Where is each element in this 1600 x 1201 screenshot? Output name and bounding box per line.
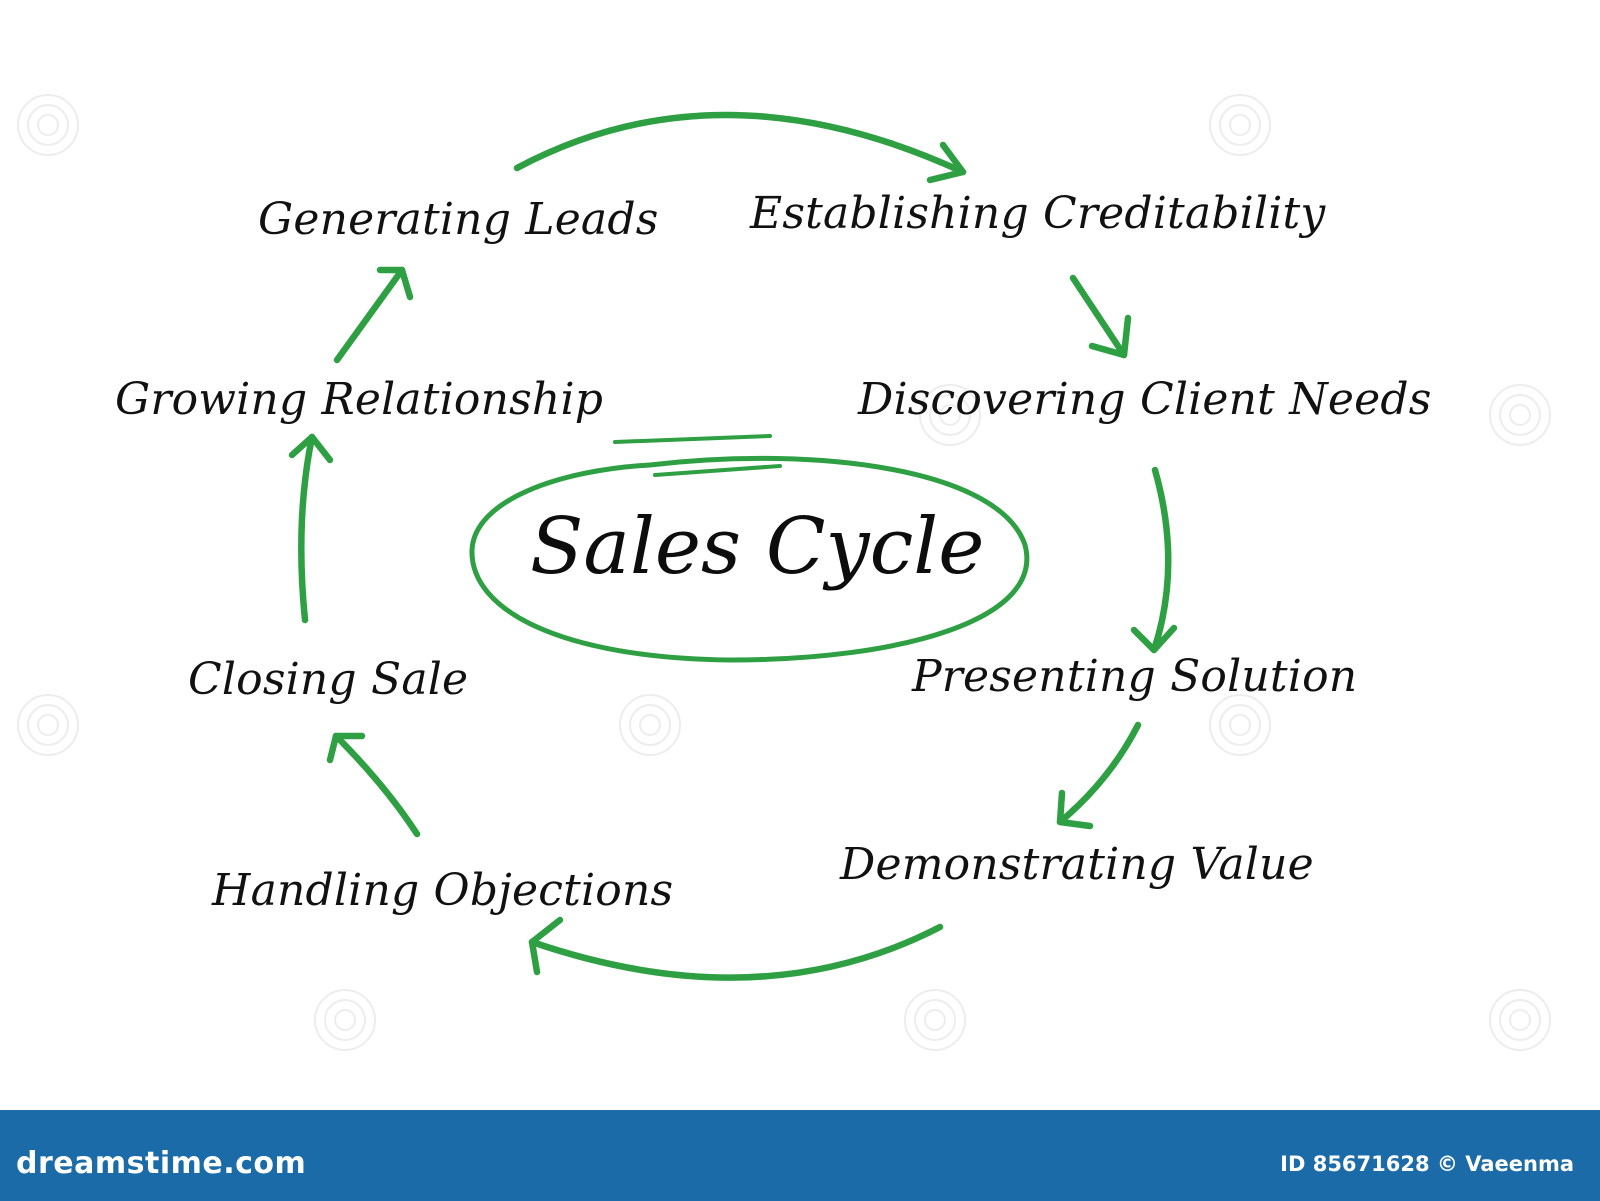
step-growing-relationship: Growing Relationship (115, 374, 604, 425)
step-establishing-creditability: Establishing Creditability (750, 188, 1326, 239)
arrow-to-handling (528, 916, 944, 981)
diagram-graphics (17, 94, 1551, 1051)
arrow-to-closing (326, 732, 421, 838)
footer-bar: dreamstime.com ID 85671628 © Vaeenma (0, 1110, 1600, 1201)
arrow-to-presenting (1130, 466, 1178, 654)
diagram-title: Sales Cycle (530, 502, 985, 592)
title-ellipse (469, 434, 1030, 663)
arrow-to-demonstrating (1056, 721, 1142, 830)
step-handling-objections: Handling Objections (212, 865, 674, 916)
sales-cycle-diagram: Generating Leads Establishing Creditabil… (17, 94, 1551, 1051)
step-generating-leads: Generating Leads (258, 194, 659, 245)
arrow-to-discovering (1069, 274, 1132, 359)
image-credit: ID 85671628 © Vaeenma (1280, 1152, 1574, 1176)
arrow-to-establishing (513, 111, 967, 184)
step-closing-sale: Closing Sale (188, 654, 469, 705)
brand-logo: dreamstime.com (16, 1146, 307, 1181)
arrow-to-growing (288, 433, 334, 624)
step-presenting-solution: Presenting Solution (912, 651, 1358, 702)
step-discovering-client-needs: Discovering Client Needs (858, 374, 1432, 425)
arrow-to-generating (333, 266, 414, 364)
step-demonstrating-value: Demonstrating Value (840, 839, 1314, 890)
